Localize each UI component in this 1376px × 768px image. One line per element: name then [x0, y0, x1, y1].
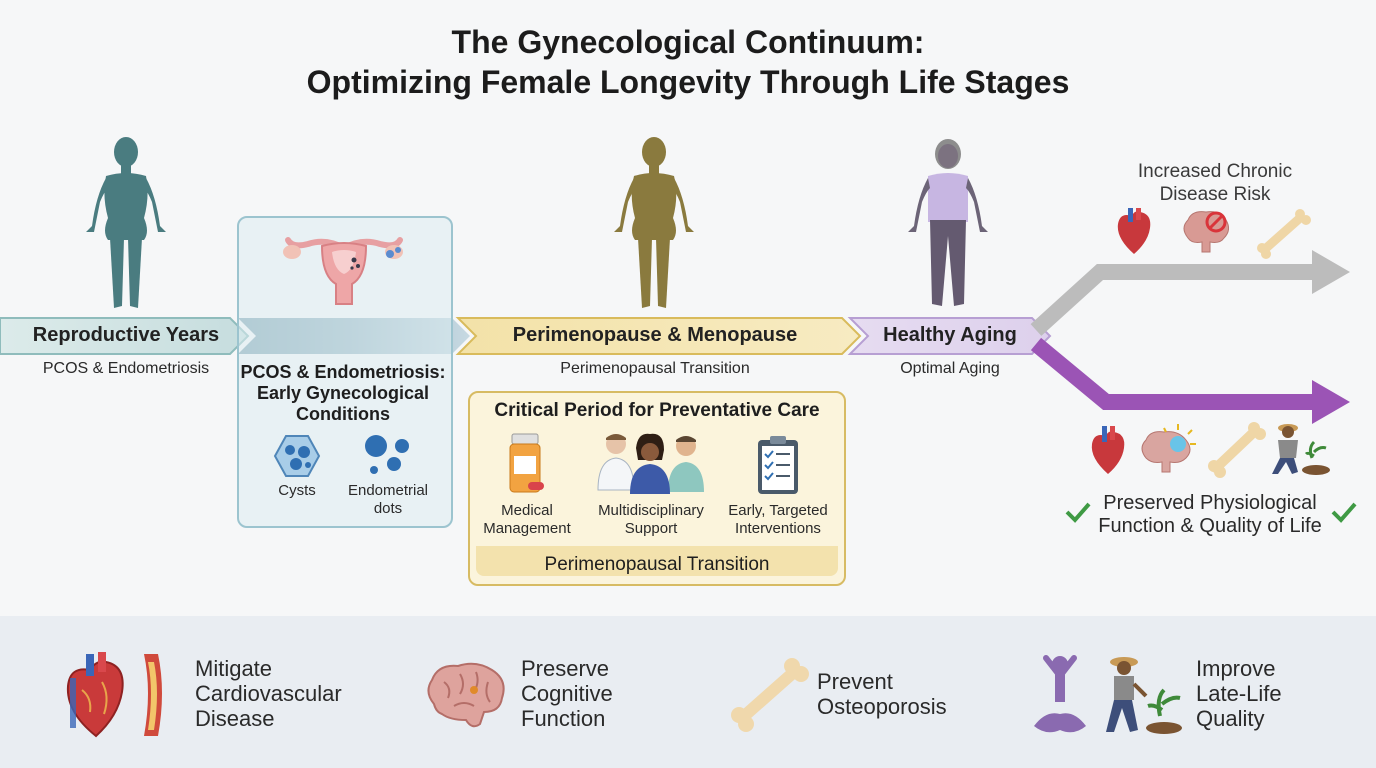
- pcos-title-line-1: PCOS & Endometriosis:: [240, 362, 446, 382]
- critical-period-title: Critical Period for Preventative Care: [494, 400, 820, 421]
- pill-bottle-icon: [509, 433, 544, 493]
- stage-label-aging: Healthy Aging: [883, 324, 1017, 346]
- clipboard-checklist-icon: [758, 436, 798, 494]
- stage-sub-aging: Optimal Aging: [900, 360, 1000, 377]
- goal-late-life-quality: Improve Late-Life Quality: [1196, 656, 1366, 731]
- cysts-label: Cysts: [278, 482, 316, 499]
- risk-heart-icon: [1117, 208, 1151, 254]
- goal-cardio-line-3: Disease: [195, 706, 275, 731]
- gardener-icon: [1272, 424, 1330, 475]
- check-icon-right: [1331, 502, 1357, 523]
- preserved-arrow: [1030, 337, 1316, 410]
- endometrial-dots-label: Endometrial dots: [338, 482, 438, 518]
- stage-sub-reproductive: PCOS & Endometriosis: [42, 360, 210, 377]
- goals-band: [0, 616, 1376, 768]
- title-line-2: Optimizing Female Longevity Through Life…: [306, 64, 1070, 100]
- risk-arrow: [1030, 264, 1316, 336]
- endometrial-dots-icon: [365, 435, 409, 474]
- risk-bone-icon: [1257, 209, 1311, 259]
- diagram-title: The Gynecological Continuum: Optimizing …: [0, 22, 1376, 102]
- critical-item-multidisciplinary: Multidisciplinary Support: [586, 502, 716, 538]
- preserved-label-line-1: Preserved Physiological: [1103, 492, 1317, 514]
- preserved-heart-icon: [1091, 426, 1125, 474]
- critical-item-medical-line-1: Medical: [501, 502, 553, 519]
- critical-item-multi-line-2: Support: [624, 520, 678, 537]
- heart-artery-icon: [66, 652, 162, 738]
- uterus-icon: [283, 237, 403, 305]
- goal-osteo-line-1: Prevent: [817, 669, 893, 694]
- care-team-icon: [597, 433, 704, 494]
- goal-cog-line-3: Function: [521, 706, 606, 731]
- critical-item-multi-line-1: Multidisciplinary: [598, 502, 704, 519]
- pcos-title-line-3: Conditions: [296, 404, 390, 424]
- preserved-label-line-2: Function & Quality of Life: [1098, 515, 1322, 537]
- title-line-1: The Gynecological Continuum:: [451, 24, 925, 60]
- goal-quality-line-2: Late-Life: [1196, 681, 1282, 706]
- critical-footer-label: Perimenopausal Transition: [544, 554, 770, 575]
- bone-icon: [731, 658, 809, 732]
- critical-item-medical: Medical Management: [470, 502, 584, 538]
- goal-cardio-line-2: Cardiovascular: [195, 681, 342, 706]
- goal-cardiovascular: Mitigate Cardiovascular Disease: [195, 656, 375, 731]
- middle-aged-woman-figure-icon: [614, 137, 694, 308]
- check-icon-left: [1065, 502, 1091, 523]
- pcos-title-line-2: Early Gynecological: [256, 383, 430, 403]
- risk-label: Increased Chronic Disease Risk: [1104, 160, 1326, 206]
- risk-label-line-1: Increased Chronic: [1137, 161, 1293, 182]
- critical-item-medical-line-2: Management: [483, 520, 571, 537]
- critical-footer-band: [476, 546, 838, 576]
- critical-item-interventions-line-1: Early, Targeted: [728, 502, 828, 519]
- endo-label-line-1: Endometrial: [347, 482, 429, 499]
- goal-cog-line-2: Cognitive: [521, 681, 613, 706]
- aging-arrow: [847, 317, 1052, 355]
- goal-cardio-line-1: Mitigate: [195, 656, 273, 681]
- goal-osteo-line-2: Osteoporosis: [817, 694, 947, 719]
- goal-osteoporosis: Prevent Osteoporosis: [817, 669, 987, 719]
- pcos-endometriosis-panel: [237, 216, 453, 528]
- critical-item-interventions-line-2: Interventions: [735, 520, 821, 537]
- risk-brain-icon: [1183, 211, 1230, 253]
- risk-label-line-2: Disease Risk: [1159, 184, 1271, 205]
- young-woman-figure-icon: [86, 137, 166, 308]
- yoga-gardening-icon: [1034, 655, 1182, 734]
- preserved-label: Preserved Physiological Function & Quali…: [1090, 492, 1330, 538]
- endo-label-line-2: dots: [373, 500, 403, 517]
- goal-quality-line-3: Quality: [1196, 706, 1265, 731]
- critical-item-interventions: Early, Targeted Interventions: [716, 502, 840, 538]
- stage-label-perimenopause: Perimenopause & Menopause: [512, 324, 798, 346]
- stage-sub-perimenopause: Perimenopausal Transition: [560, 360, 750, 377]
- goal-cog-line-1: Preserve: [521, 656, 610, 681]
- perimenopause-arrow: [455, 317, 862, 355]
- goal-cognitive: Preserve Cognitive Function: [521, 656, 681, 731]
- goal-quality-line-1: Improve: [1196, 656, 1276, 681]
- pcos-panel-title: PCOS & Endometriosis: Early Gynecologica…: [237, 362, 449, 425]
- cysts-icon: [273, 435, 321, 477]
- stage-label-reproductive: Reproductive Years: [32, 324, 220, 346]
- brain-icon: [427, 662, 505, 728]
- older-woman-figure-icon: [908, 139, 988, 306]
- preserved-brain-icon: [1141, 424, 1196, 473]
- preserved-bone-icon: [1208, 422, 1266, 478]
